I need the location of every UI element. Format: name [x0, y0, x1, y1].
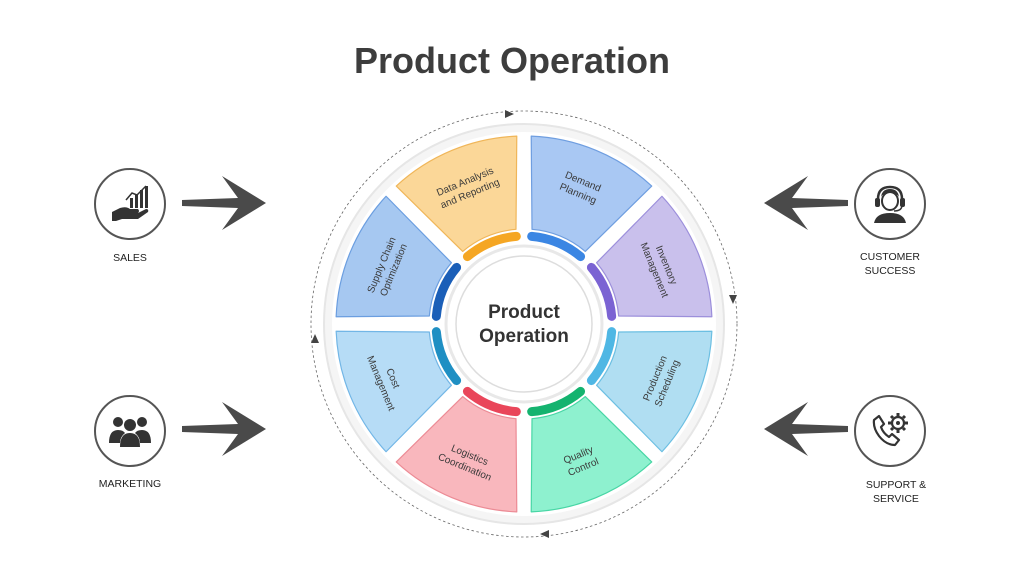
- segment-demand-planning: [530, 135, 653, 252]
- segment-bar-inventory-management: [586, 262, 617, 321]
- segment-bar-supply-chain-optimization: [431, 262, 462, 321]
- sales-label: SALES: [113, 252, 147, 264]
- segment-bar-logistics-coordination: [462, 386, 521, 417]
- sales-arrow: [182, 176, 266, 230]
- marketing-label: MARKETING: [98, 478, 162, 490]
- segment-logistics-coordination: [395, 396, 518, 513]
- orbit-arrowhead-left: [311, 334, 319, 343]
- center-title-line2: Operation: [479, 326, 569, 347]
- marketing-arrow: [182, 402, 266, 456]
- page-title: Product Operation: [353, 40, 671, 81]
- segment-quality-control: [530, 396, 653, 513]
- support-service-icon-circle: [854, 395, 926, 467]
- dashed-orbit: [310, 110, 738, 538]
- orbit-arrowhead-right: [729, 295, 737, 304]
- sales-icon-circle: [94, 168, 166, 240]
- segment-production-scheduling: [596, 330, 713, 453]
- orbit-arrowhead-bottom: [540, 530, 549, 538]
- segment-bar-data-analysis-and-reporting: [462, 231, 521, 262]
- segment-supply-chain-optimization: [335, 195, 452, 318]
- segment-data-analysis-and-reporting: [395, 135, 518, 252]
- customer-success-arrow: [764, 176, 848, 230]
- support-service-arrow: [764, 402, 848, 456]
- customer-success-icon-circle: [854, 168, 926, 240]
- marketing-icon-circle: [94, 395, 166, 467]
- headset-agent-icon: [874, 185, 906, 223]
- customer-success-label: CUSTOMER SUCCESS: [860, 251, 920, 277]
- segment-cost-management: [335, 330, 452, 453]
- center-title-line1: Product: [488, 302, 560, 323]
- phone-gear-icon: [872, 413, 908, 447]
- group-icon: [109, 417, 151, 447]
- hand-chart-icon: [112, 185, 149, 221]
- segment-bar-demand-planning: [527, 231, 586, 262]
- segment-bar-quality-control: [527, 386, 586, 417]
- support-service-label: SUPPORT & SERVICE: [865, 479, 927, 505]
- center-circle: [455, 255, 593, 393]
- segment-bar-cost-management: [431, 327, 462, 386]
- segment-inventory-management: [596, 195, 713, 318]
- segment-bar-production-scheduling: [586, 327, 617, 386]
- orbit-arrowhead-top: [505, 110, 514, 118]
